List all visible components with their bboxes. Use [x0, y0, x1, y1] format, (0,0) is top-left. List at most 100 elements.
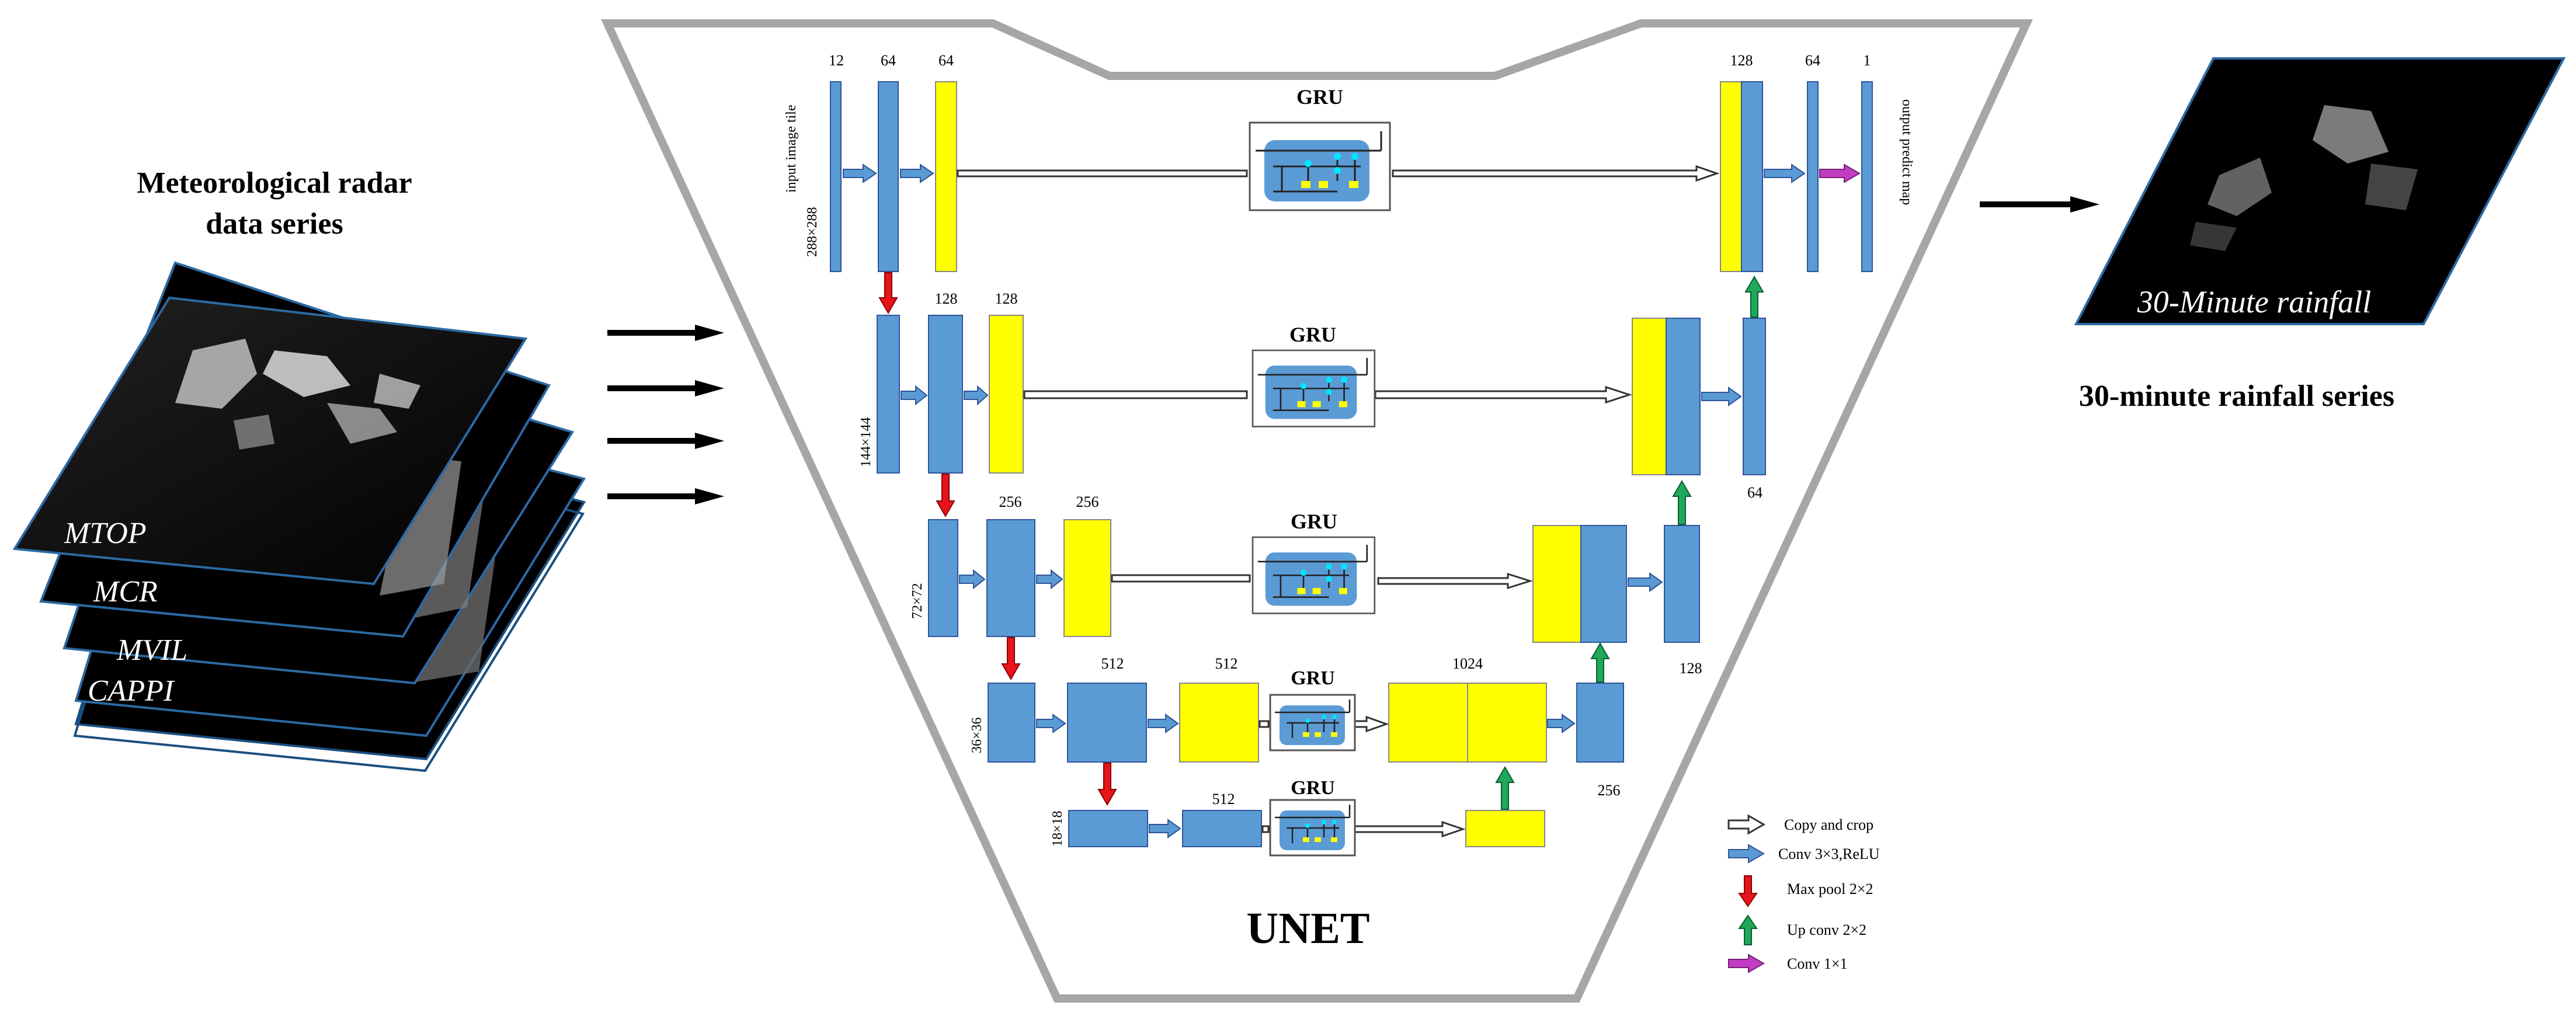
feature-map-l1-conv2	[935, 81, 957, 272]
feature-map-l4-conv2	[1179, 683, 1259, 763]
feature-map-l3-conv2	[1063, 519, 1111, 637]
legend-label-maxpool: Max pool 2×2	[1787, 881, 1873, 897]
feature-map-l4-pool	[988, 683, 1035, 763]
feature-map-l1-dec-out	[1807, 81, 1819, 272]
gru-cell-l2: GRU	[1252, 323, 1376, 427]
feature-map-l5-pool	[1068, 810, 1148, 847]
white-outline-arrow-icon	[1727, 814, 1766, 835]
feature-map-l5-conv1	[1182, 810, 1262, 847]
radar-layer-label-cappi: CAPPI	[88, 674, 175, 708]
legend-label-copy-crop: Copy and crop	[1784, 816, 1873, 833]
unet-outline	[601, 19, 2033, 1003]
input-tile-label: input image tile	[784, 105, 799, 193]
gru-cell-l4: GRU	[1269, 667, 1356, 751]
radar-layer-label-mvil: MVIL	[116, 634, 187, 667]
channel-label-l1-concat: 128	[1730, 52, 1753, 69]
channel-label-l1-output: 1	[1864, 52, 1871, 69]
feature-map-l3-dec-out	[1664, 525, 1700, 643]
conv1x1-arrow	[1819, 163, 1861, 183]
feature-map-l4-dec-out	[1576, 683, 1624, 763]
channel-label-l4-conv1: 512	[1101, 655, 1124, 672]
channel-label-l1-input: 12	[829, 52, 844, 69]
channel-label-l2-conv2: 128	[995, 290, 1018, 307]
magenta-arrow-icon	[1728, 954, 1765, 973]
right-panel: 30-Minute rainfall 30-minute rainfall se…	[1980, 57, 2566, 413]
legend-item-upconv: Up conv 2×2	[1738, 914, 1866, 945]
channel-label-l2-dec-out: 64	[1747, 484, 1762, 501]
channel-label-l1-conv1: 64	[881, 52, 896, 69]
feature-map-l2-concat-yellow	[1632, 318, 1667, 475]
feature-map-l3-concat-yellow	[1532, 525, 1581, 643]
channel-label-l3-conv2: 256	[1076, 493, 1099, 510]
unet-content: 12 64 64 input image tile 288×288 128 12…	[784, 52, 1914, 973]
legend-label-conv3x3: Conv 3×3,ReLU	[1778, 845, 1880, 862]
feature-map-l1-concat-yellow	[1720, 81, 1742, 272]
output-map-label: output predict map	[1899, 99, 1914, 205]
legend-label-conv1x1: Conv 1×1	[1787, 955, 1848, 972]
feature-map-l5-up	[1465, 810, 1545, 847]
resolution-label-l3: 72×72	[910, 583, 925, 619]
gru-label-l3: GRU	[1291, 510, 1337, 533]
feature-map-l2-conv1	[928, 315, 963, 474]
gru-label-l2: GRU	[1289, 323, 1336, 346]
feature-map-l1-input	[830, 81, 842, 272]
rainfall-output-image: 30-Minute rainfall	[2074, 57, 2566, 325]
feature-map-l1-conv1	[878, 81, 899, 272]
channel-label-l4-concat: 1024	[1452, 655, 1483, 672]
resolution-label-l1: 288×288	[805, 207, 820, 257]
resolution-label-l4: 36×36	[969, 717, 985, 753]
red-down-arrow-icon	[1738, 875, 1758, 907]
channel-label-l4-conv2: 512	[1215, 655, 1238, 672]
legend-item-copy-crop: Copy and crop	[1727, 814, 1873, 835]
left-panel: Meteorological radar data series CAPPI M…	[12, 166, 724, 773]
legend: Copy and crop Conv 3×3,ReLU Max pool 2×2…	[1727, 814, 1880, 973]
feature-map-l2-dec-out	[1743, 318, 1766, 475]
channel-label-l5-conv1: 512	[1212, 791, 1235, 808]
feature-map-l2-concat-blue	[1666, 318, 1701, 475]
gru-label-l1: GRU	[1296, 85, 1343, 109]
feature-map-l1-output	[1861, 81, 1873, 272]
radar-layer-mtop: MTOP	[12, 296, 528, 586]
channel-label-l1-dec-out: 64	[1805, 52, 1820, 69]
radar-layer-label-mcr: MCR	[93, 575, 158, 608]
channel-label-l4-dec-out: 256	[1598, 782, 1621, 799]
legend-item-conv1x1: Conv 1×1	[1728, 954, 1848, 973]
conv-arrows	[843, 163, 1806, 838]
maxpool-arrows	[878, 272, 1117, 806]
resolution-label-l5: 18×18	[1050, 810, 1065, 847]
gru-label-l5: GRU	[1291, 777, 1335, 799]
legend-item-maxpool: Max pool 2×2	[1738, 875, 1873, 907]
gru-cell-l1: GRU	[1249, 85, 1391, 211]
feature-map-l4-concat-b	[1467, 683, 1547, 763]
gru-cell-l5: GRU	[1269, 777, 1356, 857]
feature-map-l1-concat-blue	[1741, 81, 1763, 272]
green-up-arrow-icon	[1738, 914, 1758, 945]
skip-connections	[957, 165, 1720, 838]
gru-label-l4: GRU	[1291, 667, 1335, 689]
unet-title: UNET	[1246, 904, 1369, 953]
channel-label-l2-conv1: 128	[935, 290, 958, 307]
gru-cell-l3: GRU	[1252, 510, 1376, 614]
channel-label-l1-conv2: 64	[938, 52, 954, 69]
left-panel-title-line1: Meteorological radar	[137, 166, 412, 200]
feature-map-l3-pool	[928, 519, 958, 637]
feature-map-l3-conv1	[986, 519, 1035, 637]
blue-arrow-icon	[1728, 844, 1765, 864]
input-arrows	[607, 325, 724, 504]
right-panel-title: 30-minute rainfall series	[2079, 380, 2394, 413]
legend-label-upconv: Up conv 2×2	[1787, 921, 1866, 938]
feature-map-l4-concat-a	[1388, 683, 1468, 763]
output-arrow	[1980, 196, 2099, 213]
radar-layer-label-mtop: MTOP	[64, 517, 147, 550]
feature-map-l3-concat-blue	[1580, 525, 1627, 643]
feature-map-l2-pool	[877, 315, 900, 474]
legend-item-conv3x3: Conv 3×3,ReLU	[1728, 844, 1880, 864]
rainfall-image-caption: 30-Minute rainfall	[2137, 284, 2371, 319]
feature-map-l2-conv2	[989, 315, 1024, 474]
upconv-arrows	[1495, 275, 1764, 810]
left-panel-title-line2: data series	[206, 207, 343, 241]
resolution-label-l2: 144×144	[858, 417, 874, 467]
feature-map-l4-conv1	[1067, 683, 1147, 763]
channel-label-l3-dec-out: 128	[1680, 660, 1702, 677]
